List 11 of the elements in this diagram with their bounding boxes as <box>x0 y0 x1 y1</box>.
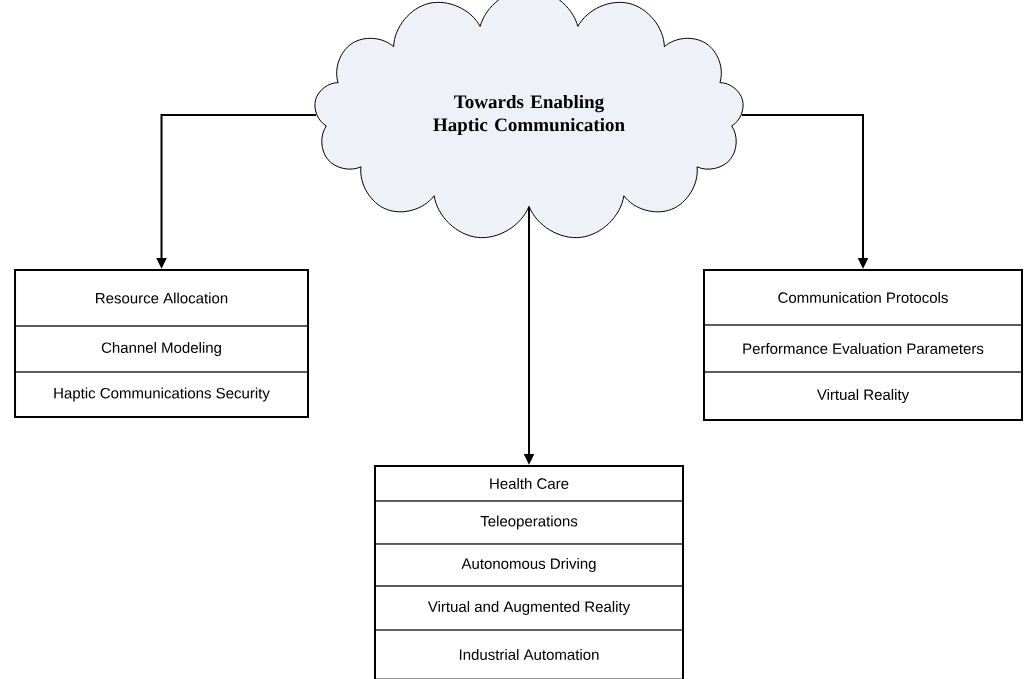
list-row: Performance Evaluation Parameters <box>703 324 1023 373</box>
list-row: Health Care <box>374 465 684 502</box>
list-row: Industrial Automation <box>374 629 684 679</box>
list-row: Channel Modeling <box>14 325 309 373</box>
list-row: Virtual Reality <box>703 371 1023 421</box>
list-row: Virtual and Augmented Reality <box>374 585 684 631</box>
list-row: Haptic Communications Security <box>14 371 309 418</box>
list-row: Communication Protocols <box>703 269 1023 326</box>
list-row: Resource Allocation <box>14 269 309 327</box>
list-row: Autonomous Driving <box>374 543 684 587</box>
list-row: Teleoperations <box>374 500 684 545</box>
